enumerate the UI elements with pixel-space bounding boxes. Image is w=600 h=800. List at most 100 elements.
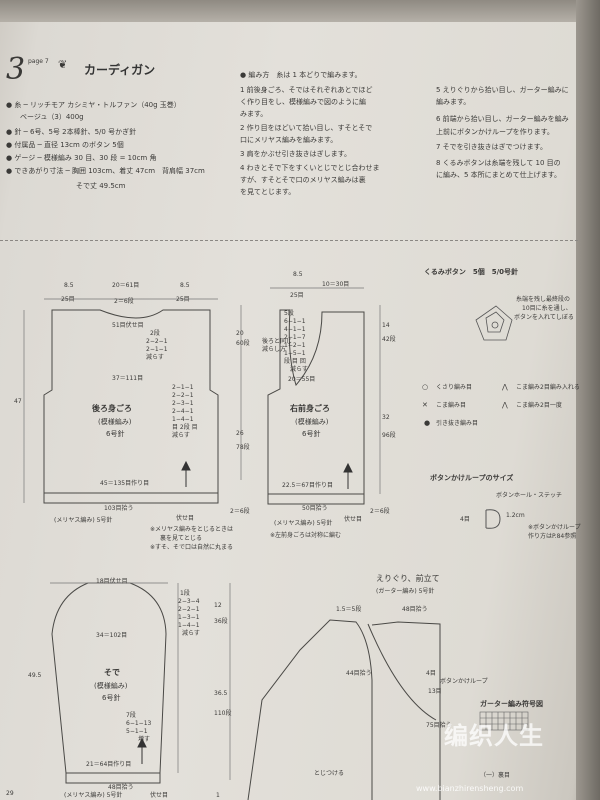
decrease-row: 6−1−1 — [284, 318, 306, 325]
increase-row: 5−1−1 — [126, 728, 148, 735]
note-line: 糸端を残し最終段の — [516, 296, 571, 303]
decrease-stitch-icon: ⋀ — [502, 401, 508, 409]
bindoff-label: 18目伏せ目 — [96, 578, 128, 585]
decrease-row: 段 目 回 — [284, 358, 306, 365]
leaf-icon: ❦ — [58, 58, 68, 71]
front-rib — [267, 493, 365, 505]
stitch-pattern: (模様編み) — [94, 682, 128, 690]
instruction-line: 7 そでを引き抜きはぎでつけます。 — [436, 143, 547, 151]
legend-label: こま編み目 — [436, 402, 467, 409]
decrease-row: 目 2段 目 — [172, 424, 198, 431]
bindoff-label: 伏せ目 — [150, 792, 169, 799]
loop-label: ボタンホール・ステッチ — [496, 492, 563, 499]
needle-size: 6号針 — [106, 430, 125, 438]
height-label: 14 — [382, 322, 390, 329]
loop-label: ボタンかけループ — [440, 678, 488, 685]
project-number: 3 — [6, 52, 26, 87]
height-label: 26 — [236, 430, 244, 437]
cast-on-label: 22.5＝67目作り目 — [282, 482, 333, 489]
piece-title: 右前身ごろ — [290, 404, 330, 413]
legend-label: 引き抜き編み目 — [436, 420, 479, 427]
section-divider — [0, 240, 578, 241]
page-number: 29 — [6, 790, 14, 797]
instruction-line: く作り目をし、模様編みで図のように編 — [240, 98, 366, 106]
material-line: そで丈 49.5cm — [6, 182, 126, 190]
instruction-line: 編みます。 — [436, 98, 471, 106]
hem-height-label: 2＝6段 — [230, 508, 250, 515]
decrease-row: 1段 — [180, 590, 190, 597]
needle-size: 6号針 — [302, 430, 321, 438]
decrease-row: 2−2−1 — [178, 606, 200, 613]
instruction-line: 2 作り目をほどいて拾い目し、すそとそで — [240, 124, 373, 132]
dimension-label: 8.5 — [64, 282, 74, 289]
legend-label: こま編み2目編み入れる — [516, 384, 580, 391]
decrease-row: 減らす — [182, 630, 200, 637]
width-label: 34＝102目 — [96, 632, 128, 639]
dimension-label: 25目 — [290, 292, 304, 299]
instruction-line: 4 わきとそで下をすくいとじでとじ合わせま — [240, 164, 380, 172]
width-label: 20＝55目 — [288, 376, 316, 383]
height-label: 96段 — [382, 432, 396, 439]
pickup-label: 75目拾う — [426, 722, 452, 729]
decrease-row: 2−3−1 — [172, 400, 194, 407]
rib-label: (メリヤス編み) 5号針 — [54, 517, 113, 524]
decrease-row: 2−3−4 — [178, 598, 200, 605]
height-label: 36段 — [214, 618, 228, 625]
decrease-row: 2−1−7 — [284, 334, 306, 341]
section-title: えりぐり、前立て — [376, 574, 440, 583]
knit-direction-arrows — [137, 460, 353, 764]
dimension-label: 20＝61目 — [112, 282, 140, 289]
instruction-line: 1 前後身ごろ、そではそれぞれあとでほど — [240, 86, 373, 94]
decrease-row: 5段 — [284, 310, 294, 317]
decrease-row: 1−5−1 — [284, 350, 306, 357]
decrease-row: 2段 — [150, 330, 160, 337]
note-line: 後ろと同じ — [262, 338, 293, 345]
note-line: ※ボタンかけループ — [528, 524, 581, 531]
dimension-label: 8.5 — [180, 282, 190, 289]
instruction-line: 8 くるみボタンは糸端を残して 10 目の — [436, 159, 561, 167]
chart-legend: （一）裏目 — [480, 772, 511, 779]
material-line: ● ゲージ ─ 模様編み 30 目、30 段 = 10cm 角 — [6, 154, 157, 162]
decrease-row: 2−2−1 — [146, 338, 168, 345]
neck-band — [367, 623, 437, 721]
note-line: 作り方はP.84参照 — [528, 533, 577, 540]
note-line: ※メリヤス編みをとじるときは — [150, 526, 234, 533]
material-line: ● 糸 ─ リッチモア カシミヤ・トルファン（40g 玉巻） — [6, 101, 181, 109]
pickup-label: 44目拾う — [346, 670, 372, 677]
decrease-row: 4−1−1 — [284, 326, 306, 333]
legend-label: くさり編み目 — [436, 384, 473, 391]
decrease-row: 2−1−1 — [172, 384, 194, 391]
instruction-line: を見てとじます。 — [240, 188, 296, 196]
instruction-line: すが、すそとそで口のメリヤス編みは裏 — [240, 176, 366, 184]
piece-title: そで — [104, 668, 120, 677]
neck-bindoff-label: 51目伏せ目 — [112, 322, 144, 329]
single-crochet-icon: ✕ — [422, 401, 428, 409]
material-line: ベージュ（3）400g — [6, 113, 84, 121]
decrease-row: 1−3−1 — [178, 614, 200, 621]
dimension-label: 8.5 — [293, 271, 303, 278]
note-line: ※すそ、そで口は自然に丸まる — [150, 544, 234, 551]
stitch-pattern: (模様編み) — [98, 418, 132, 426]
dimension-label: 25目 — [176, 296, 190, 303]
sleeve-outline — [51, 582, 167, 774]
pickup-label: 50目拾う — [302, 505, 328, 512]
loop-size: 1.2cm — [506, 512, 525, 519]
height-label: 49.5 — [28, 672, 42, 679]
watermark-url: www.bianzhirensheng.com — [416, 784, 524, 793]
height-label: 12 — [214, 602, 222, 609]
section-subtitle: (ガーター編み) 5号針 — [376, 588, 435, 595]
loop-spacing: 13目 — [428, 688, 442, 695]
height-label: 47 — [14, 398, 22, 405]
decrease-row: 減らす — [146, 354, 164, 361]
pickup-label: 48目拾う — [402, 606, 428, 613]
decrease-row: 1−2−1 — [284, 342, 306, 349]
book-edge — [576, 0, 600, 800]
decrease-row: 減らす — [172, 432, 190, 439]
rib-label: (メリヤス編み) 5号針 — [64, 792, 123, 799]
note-line: ボタンを入れてしぼる — [514, 314, 574, 321]
piece-title: 後ろ身ごろ — [92, 404, 132, 413]
cardigan-front-edge — [371, 621, 441, 800]
garter-chart-grid — [479, 711, 529, 731]
instruction-line: ● 編み方 糸は 1 本どりで編みます。 — [240, 71, 362, 79]
